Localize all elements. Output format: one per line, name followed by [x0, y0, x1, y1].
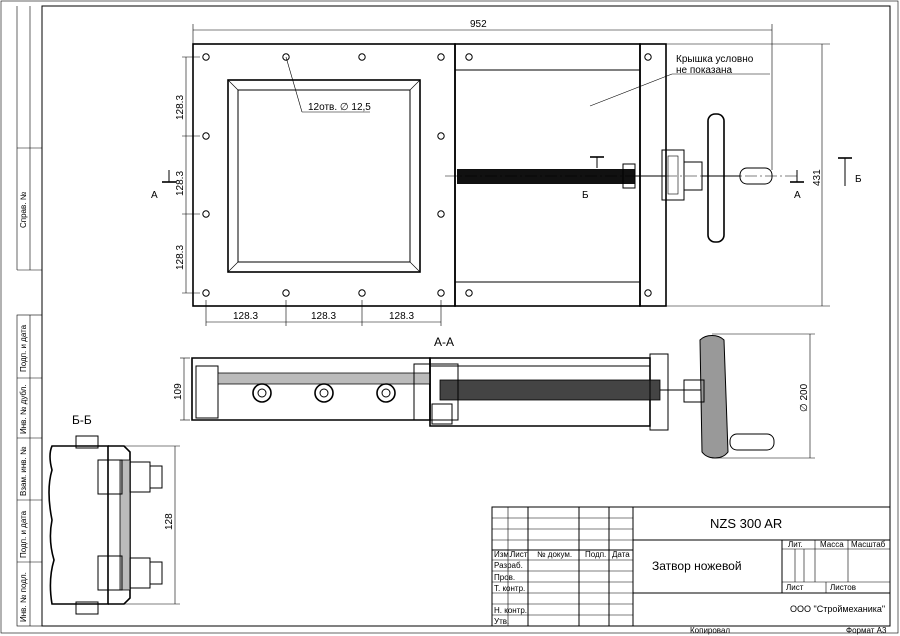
tb-listov-label: Листов — [830, 583, 856, 592]
yoke-nut — [661, 149, 703, 201]
section-aa-title: А-А — [434, 335, 454, 349]
cover-note: Крышка условно не показана — [589, 54, 770, 107]
section-bb-title: Б-Б — [72, 413, 92, 427]
pitch-v-3: 128.3 — [175, 245, 186, 270]
section-b-right-label: Б — [855, 174, 862, 185]
section-aa-height: 109 — [173, 383, 184, 400]
tb-header-doc: № докум. — [537, 550, 572, 559]
holes-note: 12отв. ∅ 12,5 — [308, 102, 371, 113]
dim-vertical-pitch: 128.3 128.3 128.3 — [175, 56, 200, 294]
strip-label-vzam: Взам. инв. № — [19, 446, 28, 496]
handwheel-top — [702, 113, 773, 243]
side-strip: Справ. № Подп. и дата Инв. № дубл. Взам.… — [16, 6, 43, 627]
section-a-markers: А А — [151, 170, 804, 201]
dim-overall-height: 431 — [648, 43, 830, 307]
flange-bolt-holes — [202, 53, 652, 297]
tb-designation: NZS 300 AR — [710, 516, 782, 531]
tb-role-utv: Утв. — [494, 617, 509, 626]
holes-leader: 12отв. ∅ 12,5 — [285, 56, 371, 113]
section-aa-view: А-А 109 ∅ 200 — [173, 333, 815, 459]
tb-lit: Лит. — [788, 540, 803, 549]
cover-note-line2: не показана — [676, 65, 733, 76]
section-bb-height: 128 — [164, 513, 175, 530]
tb-massa: Масса — [820, 540, 844, 549]
pitch-h-3: 128.3 — [389, 311, 414, 322]
overall-height-value: 431 — [812, 169, 823, 186]
pitch-v-1: 128.3 — [175, 95, 186, 120]
dim-horizontal-pitch: 128.3 128.3 128.3 — [205, 300, 442, 326]
strip-label-podp-2: Подп. и дата — [19, 510, 28, 558]
tb-masshtab: Масштаб — [851, 540, 886, 549]
overall-width-value: 952 — [470, 19, 487, 30]
footer-copied: Копировал — [690, 626, 730, 635]
pitch-v-2: 128.3 — [175, 171, 186, 196]
cover-note-line1: Крышка условно — [676, 54, 754, 65]
top-view: 952 431 128.3 128.3 128.3 128.3 — [151, 19, 862, 326]
section-bb-view: Б-Б 128 — [48, 413, 180, 615]
dim-overall-width: 952 — [192, 19, 773, 170]
footer-format: Формат А3 — [846, 626, 887, 635]
section-a-left-label: А — [151, 190, 158, 201]
strip-label-podp-1: Подп. и дата — [19, 324, 28, 372]
section-b-screw-label: Б — [582, 190, 589, 201]
tb-header-sign: Подп. — [585, 550, 606, 559]
tb-list-label: Лист — [786, 583, 804, 592]
section-a-right-label: А — [794, 190, 801, 201]
tb-role-prov: Пров. — [494, 573, 515, 582]
tb-name: Затвор ножевой — [652, 559, 742, 573]
tb-header-izm: Изм. — [494, 550, 511, 559]
strip-label-inv-podl: Инв. № подл. — [19, 572, 28, 622]
tb-role-tkontr: Т. контр. — [494, 584, 525, 593]
title-block: Изм. Лист № докум. Подп. Дата Разраб. Пр… — [491, 506, 891, 627]
tb-header-list: Лист — [510, 550, 528, 559]
strip-label-inv-dubl: Инв. № дубл. — [19, 384, 28, 434]
strip-label-sprav: Справ. № — [19, 191, 28, 228]
tb-role-razrab: Разраб. — [494, 561, 523, 570]
tb-header-date: Дата — [612, 550, 630, 559]
pitch-h-2: 128.3 — [311, 311, 336, 322]
pitch-h-1: 128.3 — [233, 311, 258, 322]
tb-role-nkontr: Н. контр. — [494, 606, 527, 615]
section-b-markers: Б Б — [582, 156, 862, 201]
tb-company: ООО "Строймеханика" — [790, 604, 885, 614]
handwheel-diameter: ∅ 200 — [799, 383, 810, 412]
